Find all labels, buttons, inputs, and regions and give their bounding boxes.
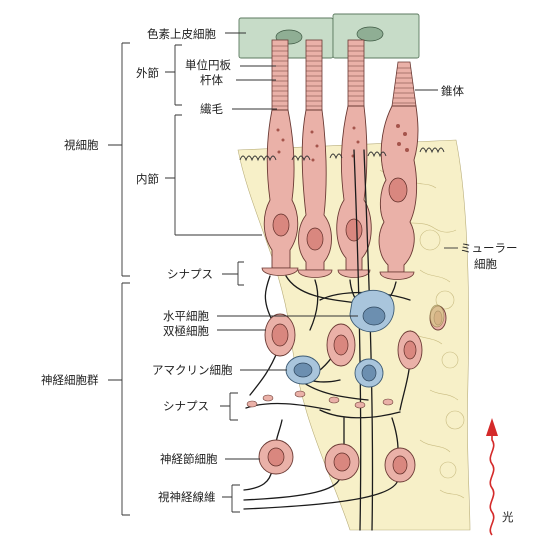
label-cilium: 繊毛 bbox=[200, 102, 223, 116]
label-bipolar-cell: 双極細胞 bbox=[163, 324, 209, 338]
label-pigment-epithelium: 色素上皮細胞 bbox=[147, 27, 216, 41]
label-synapse-top: シナプス bbox=[167, 267, 213, 281]
horizontal-cell-nucleus bbox=[363, 307, 385, 325]
label-horizontal-cell: 水平細胞 bbox=[163, 309, 209, 323]
label-ganglion-cell: 神経節細胞 bbox=[160, 452, 218, 466]
rod-outer-segments bbox=[272, 40, 364, 110]
light-arrow-head bbox=[486, 418, 498, 436]
light-arrow bbox=[490, 432, 493, 535]
label-light: 光 bbox=[502, 510, 514, 524]
label-amacrine-cell: アマクリン細胞 bbox=[152, 363, 233, 377]
label-photoreceptor: 視細胞 bbox=[64, 138, 99, 152]
label-muller-cell-1: ミューラー bbox=[460, 241, 518, 255]
label-outer-segment: 外節 bbox=[136, 66, 159, 80]
label-optic-nerve-fiber: 視神経線維 bbox=[158, 490, 216, 504]
label-muller-cell-2: 細胞 bbox=[474, 257, 497, 271]
label-rod: 杆体 bbox=[200, 73, 223, 87]
label-membrane-disc: 単位円板 bbox=[185, 58, 231, 72]
muller-cell-nucleus bbox=[430, 305, 444, 327]
label-cone: 錐体 bbox=[441, 84, 464, 98]
pigment-nucleus-2 bbox=[357, 27, 383, 41]
label-inner-segment: 内節 bbox=[136, 172, 159, 186]
label-neural-cell-group: 神経細胞群 bbox=[41, 373, 99, 387]
label-synapse-mid: シナプス bbox=[163, 399, 209, 413]
cone-outer-segment bbox=[392, 62, 416, 106]
